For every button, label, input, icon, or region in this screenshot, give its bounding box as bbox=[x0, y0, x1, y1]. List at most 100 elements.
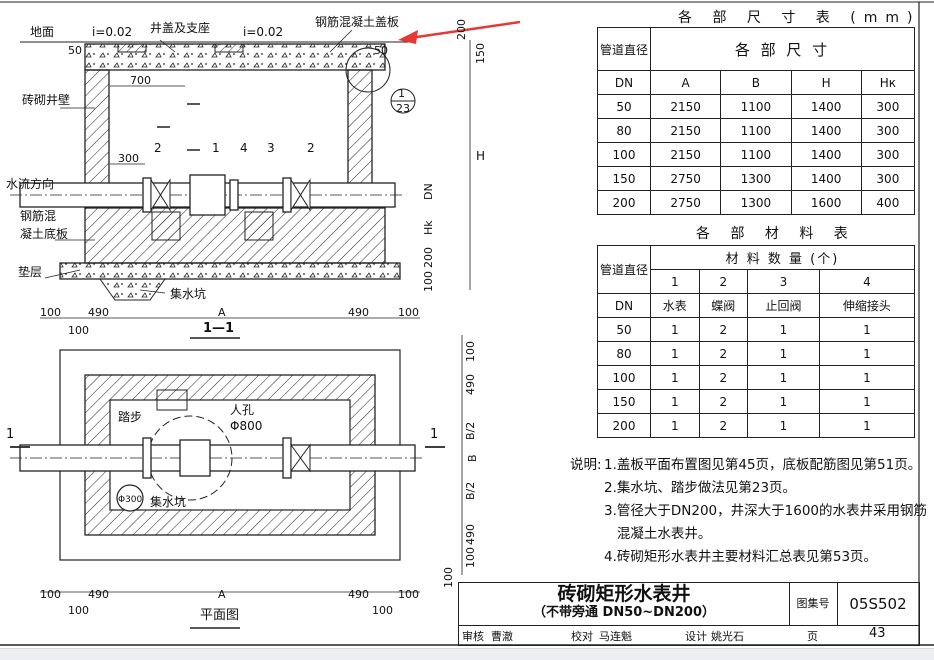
table-cell: 200 bbox=[597, 190, 651, 215]
table-cell: 1 bbox=[818, 413, 916, 438]
atlas-label: 图集号 bbox=[789, 583, 838, 626]
label-slope-right: i=0.02 bbox=[243, 25, 283, 39]
table-cell: 1300 bbox=[720, 190, 792, 215]
detail-ref-top: 1 bbox=[398, 87, 405, 100]
check-label: 校对 bbox=[571, 630, 593, 643]
dim-50-left: 50 bbox=[68, 44, 82, 57]
label-cover-seat: 井盖及支座 bbox=[150, 20, 210, 35]
table-cell: 1 bbox=[818, 317, 916, 342]
dim-DN: DN bbox=[422, 183, 435, 200]
table-cell: 2 bbox=[698, 365, 749, 390]
dim-200-top: 200 bbox=[455, 19, 468, 40]
callout-3: 3 bbox=[267, 141, 275, 155]
drawing-subtitle: （不带旁通 DN50~DN200） bbox=[533, 605, 715, 620]
table-cell: 1400 bbox=[790, 118, 862, 143]
label-ground: 地面 bbox=[30, 25, 54, 39]
dim-100-a: 100 bbox=[40, 306, 61, 319]
table-cell: 1 bbox=[650, 341, 700, 366]
plan-dim-B: B bbox=[466, 454, 479, 462]
dims-col-dn: DN bbox=[597, 70, 651, 95]
label-manhole-2: Φ800 bbox=[230, 419, 262, 433]
plan-dim-B2-top: B/2 bbox=[464, 422, 477, 440]
drawing-title: 砖砌矩形水表井 bbox=[557, 583, 691, 605]
brick-wall-left bbox=[84, 69, 110, 191]
table-cell: 1 bbox=[747, 341, 820, 366]
table-cell: 2 bbox=[698, 317, 749, 342]
table-cell: 300 bbox=[860, 166, 916, 191]
label-slope-left: i=0.02 bbox=[92, 25, 132, 39]
review-name: 曹澈 bbox=[491, 630, 513, 643]
table-cell: 1600 bbox=[790, 190, 862, 215]
table-cell: 1400 bbox=[790, 94, 862, 119]
note-line: 4.砖砌矩形水表井主要材料汇总表见第53页。 bbox=[604, 549, 878, 565]
table-cell: 200 bbox=[597, 413, 651, 438]
callout-2-left: 2 bbox=[154, 141, 162, 155]
label-concrete-cover: 钢筋混凝土盖板 bbox=[315, 14, 399, 29]
plan-dim-100-bottom: 100 bbox=[464, 547, 477, 568]
dim-300: 300 bbox=[118, 152, 139, 165]
dims-col-hk: Hк bbox=[860, 70, 916, 95]
cushion-layer bbox=[59, 262, 401, 280]
table-cell: 1 bbox=[818, 341, 916, 366]
table-cell: 1 bbox=[747, 389, 820, 414]
table-cell: 1100 bbox=[720, 94, 792, 119]
rc-base-slab bbox=[84, 207, 386, 264]
plan-dim-490-top: 490 bbox=[464, 374, 477, 395]
table-cell: 1 bbox=[650, 413, 700, 438]
mat-name-3: 止回阀 bbox=[747, 293, 820, 318]
plan-dim-100-corner: 100 bbox=[442, 567, 455, 588]
table-cell: 150 bbox=[597, 389, 651, 414]
table-cell: 1 bbox=[747, 317, 820, 342]
table-cell: 80 bbox=[597, 341, 651, 366]
mat-header-left: 管道直径 bbox=[597, 245, 651, 294]
dims-table-title: 各 部 尺 寸 表 (mm) bbox=[678, 10, 921, 26]
table-cell: 2750 bbox=[649, 190, 722, 215]
table-cell: 1 bbox=[650, 389, 700, 414]
dim-H: H bbox=[476, 149, 485, 163]
plan-dim-100-b: 100 bbox=[398, 588, 419, 601]
label-manhole-1: 人孔 bbox=[230, 403, 254, 417]
table-cell: 80 bbox=[597, 118, 651, 143]
mat-header-group: 材 料 数 量 (个) bbox=[650, 245, 915, 270]
table-cell: 1400 bbox=[790, 166, 862, 191]
title-main: 砖砌矩形水表井 （不带旁通 DN50~DN200） bbox=[459, 583, 790, 626]
table-cell: 300 bbox=[860, 118, 916, 143]
dim-50-right: 50 bbox=[374, 44, 388, 57]
table-cell: 50 bbox=[597, 94, 651, 119]
dim-A: A bbox=[218, 306, 226, 319]
plan-view bbox=[10, 335, 463, 629]
dim-100-c: 100 bbox=[68, 324, 89, 337]
table-cell: 2 bbox=[698, 413, 749, 438]
table-cell: 1 bbox=[818, 389, 916, 414]
materials-table-title: 各 部 材 料 表 bbox=[696, 226, 856, 242]
dim-100-b: 100 bbox=[398, 306, 419, 319]
dims-header-left: 管道直径 bbox=[597, 27, 651, 71]
note-line: 2.集水坑、踏步做法见第23页。 bbox=[604, 480, 797, 496]
page-label: 页 bbox=[807, 630, 818, 643]
dims-col-b: B bbox=[720, 70, 792, 95]
dims-col-h: H bbox=[790, 70, 862, 95]
label-sump: 集水坑 bbox=[170, 286, 206, 301]
note-line: 3.管径大于DN200，井深大于1600的水表井采用钢筋 bbox=[604, 503, 927, 519]
table-cell: 2150 bbox=[649, 94, 722, 119]
dim-200-bottom: 200 bbox=[422, 247, 435, 268]
dim-150: 150 bbox=[474, 43, 487, 64]
note-line: 混凝土水表井。 bbox=[604, 526, 712, 542]
label-sump-plan: 集水坑 bbox=[150, 494, 186, 509]
check-name: 马连魁 bbox=[599, 630, 632, 643]
dim-490-b: 490 bbox=[348, 306, 369, 319]
review-label: 审核 bbox=[462, 630, 484, 643]
signature-row: 审核 曹澈 校对 马连魁 设计 姚光石 页 43 bbox=[459, 625, 919, 645]
plan-dim-100-c: 100 bbox=[68, 604, 89, 617]
label-steps: 踏步 bbox=[118, 410, 142, 424]
plan-dim-100-d: 100 bbox=[372, 604, 393, 617]
